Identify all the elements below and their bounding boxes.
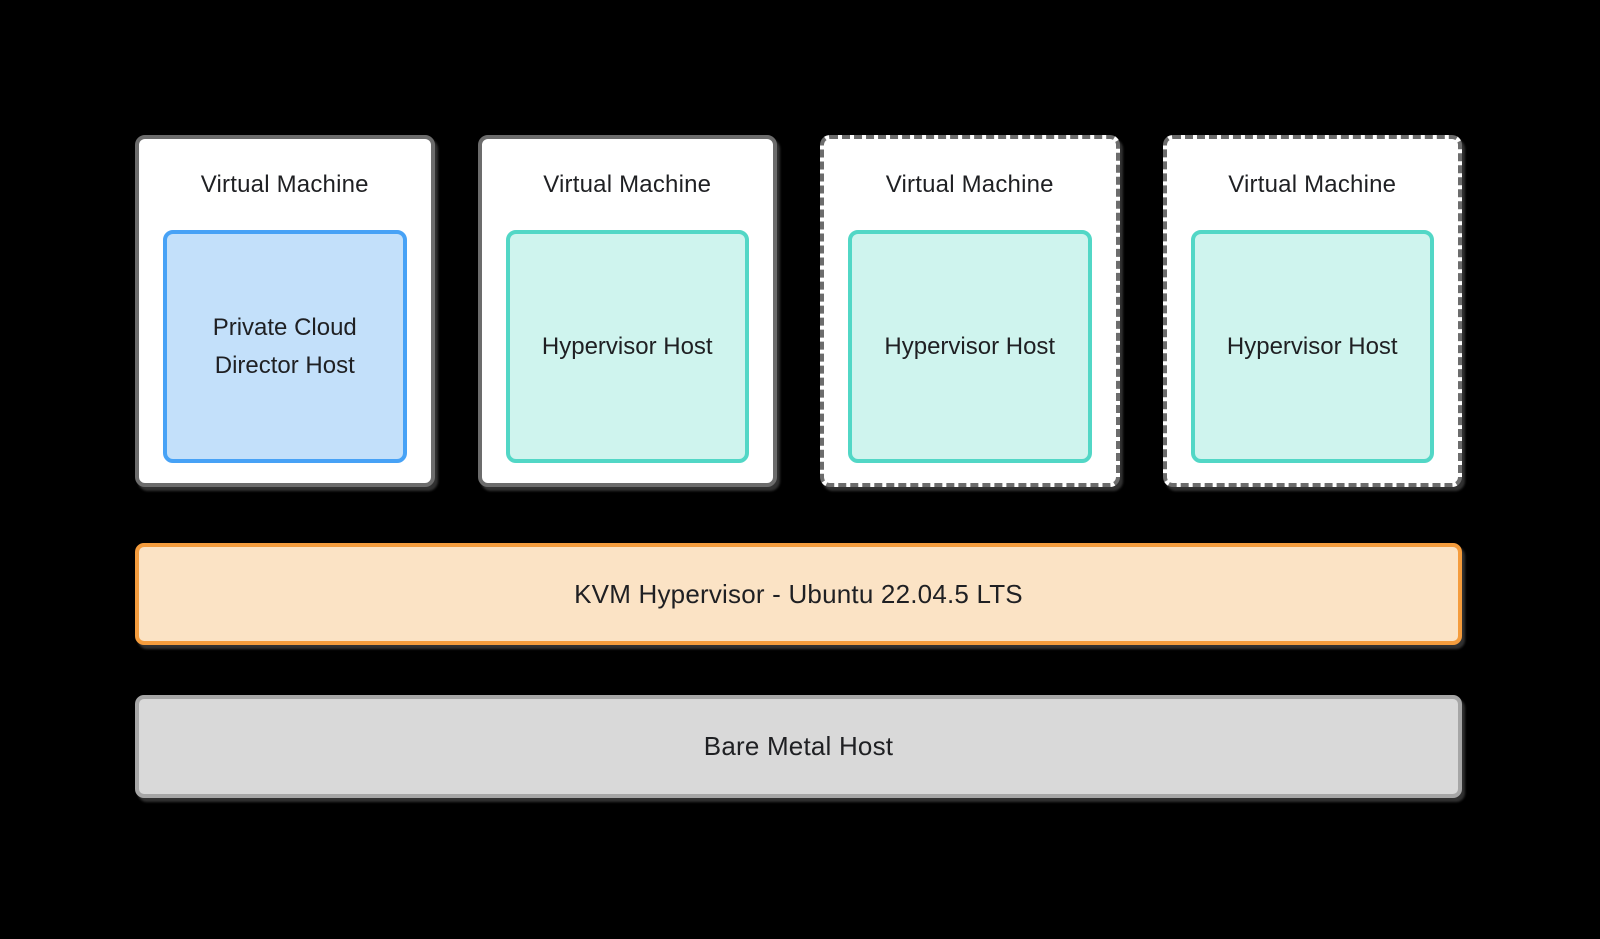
vm-title: Virtual Machine <box>200 170 369 198</box>
hypervisor-host-label: Hypervisor Host <box>1226 332 1398 360</box>
vm-box-4: Virtual Machine Hypervisor Host <box>1162 135 1462 487</box>
kvm-hypervisor-label: KVM Hypervisor - Ubuntu 22.04.5 LTS <box>574 578 1023 609</box>
private-cloud-director-host-label: Private Cloud Director Host <box>212 314 357 379</box>
bare-metal-host-bar: Bare Metal Host <box>135 695 1462 798</box>
bare-metal-host-label: Bare Metal Host <box>703 731 894 761</box>
vm-box-2: Virtual Machine Hypervisor Host <box>477 135 777 487</box>
hypervisor-host-label: Hypervisor Host <box>884 332 1056 360</box>
vm-title: Virtual Machine <box>1228 170 1397 198</box>
vm-row: Virtual Machine Private Cloud Director H… <box>135 135 1462 487</box>
hypervisor-host-box: Hypervisor Host <box>848 230 1092 463</box>
hypervisor-host-box: Hypervisor Host <box>505 230 749 463</box>
vm-title: Virtual Machine <box>543 170 712 198</box>
hypervisor-host-box: Hypervisor Host <box>1190 230 1434 463</box>
hypervisor-host-label: Hypervisor Host <box>541 332 713 360</box>
kvm-hypervisor-bar: KVM Hypervisor - Ubuntu 22.04.5 LTS <box>135 543 1462 645</box>
vm-box-1: Virtual Machine Private Cloud Director H… <box>135 135 435 487</box>
private-cloud-director-host-box: Private Cloud Director Host <box>163 230 407 463</box>
vm-box-3: Virtual Machine Hypervisor Host <box>820 135 1120 487</box>
vm-title: Virtual Machine <box>885 170 1054 198</box>
